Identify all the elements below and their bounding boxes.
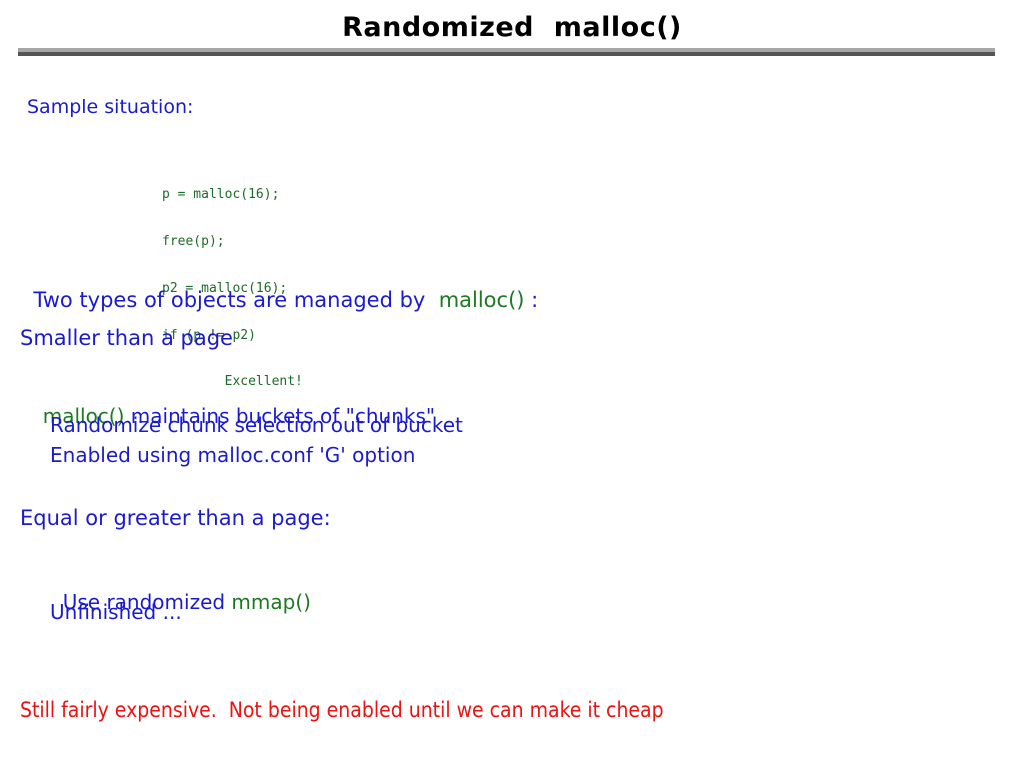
page-title: Randomized malloc(): [342, 12, 682, 43]
mmap-code-token: mmap(): [231, 590, 311, 614]
two-types-suffix-text: :: [524, 288, 539, 312]
two-types-code-token: malloc(): [438, 288, 525, 312]
code-line: p2 = malloc(16);: [162, 280, 288, 296]
equal-or-greater-heading: Equal or greater than a page:: [20, 506, 331, 530]
title-divider-bottom-band: [18, 52, 995, 56]
sample-situation-heading: Sample situation:: [27, 96, 194, 118]
use-randomized-mmap-line: Use randomized mmap(): [50, 572, 311, 612]
footer-note: Still fairly expensive. Not being enable…: [20, 698, 664, 722]
code-block: p = malloc(16); free(p); p2 = malloc(16)…: [162, 156, 303, 406]
maintains-buckets-line: malloc() maintains buckets of "chunks": [30, 386, 435, 426]
code-line: free(p);: [162, 233, 225, 249]
enabled-option-line: Enabled using malloc.conf 'G' option: [50, 443, 416, 467]
title-divider-top-band: [18, 48, 995, 52]
two-types-prefix-text: Two types of objects are managed by: [33, 288, 439, 312]
code-line: if (p != p2): [162, 327, 256, 343]
code-line: Excellent!: [162, 374, 303, 390]
use-randomized-prefix-text: Use randomized: [62, 590, 232, 614]
randomize-chunk-line: Randomize chunk selection out of bucket: [50, 413, 463, 437]
maintains-code-token: malloc(): [42, 404, 125, 428]
maintains-text: maintains buckets of "chunks": [124, 404, 436, 428]
unfinished-line: Unfinished ...: [50, 600, 182, 624]
smaller-than-page-heading: Smaller than a page: [20, 326, 233, 350]
two-types-line: Two types of objects are managed by mall…: [20, 269, 538, 311]
title-divider: [18, 48, 995, 56]
code-line: p = malloc(16);: [162, 187, 280, 203]
